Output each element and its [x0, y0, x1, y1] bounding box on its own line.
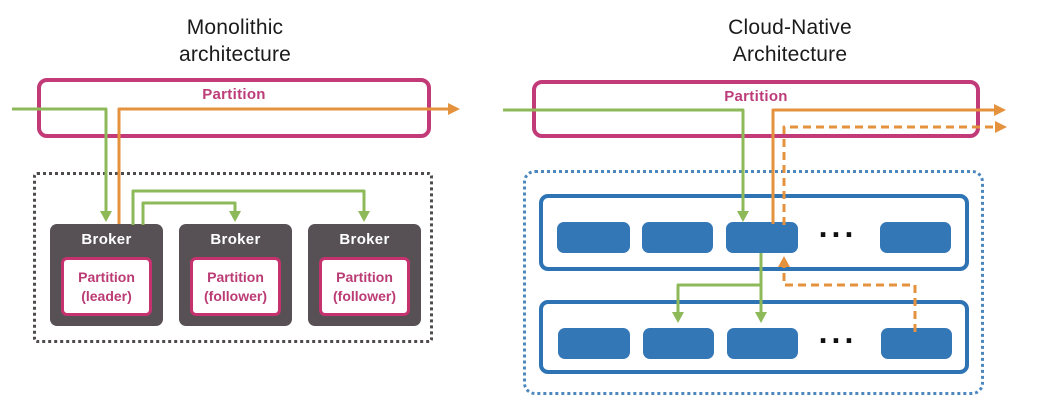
broker-3-partition-line1: Partition: [336, 268, 393, 285]
row2-segment-2: [643, 328, 714, 359]
broker-1-partition-line2: (leader): [81, 287, 132, 304]
broker-1-partition-leader: Partition (leader): [61, 257, 152, 316]
broker-1-name: Broker: [81, 231, 132, 248]
cloud-segment-row-1: ...: [539, 194, 969, 271]
row1-segment-1: [557, 222, 630, 253]
broker-3-partition-line2: (follower): [333, 287, 396, 304]
row2-segment-3: [727, 328, 798, 359]
cloud-segment-row-2: ...: [539, 300, 969, 374]
broker-2-partition-line1: Partition: [207, 268, 264, 285]
cloud-partition-box: Partition: [532, 80, 980, 138]
row1-segment-4: [880, 222, 951, 253]
broker-2-name: Broker: [210, 231, 261, 248]
monolithic-title-line2: architecture: [178, 43, 292, 66]
row2-segment-4: [881, 328, 952, 359]
monolithic-title-line1: Monolithic: [186, 16, 284, 39]
row2-segment-1: [558, 328, 630, 359]
cloud-native-title-line1: Cloud-Native: [728, 16, 852, 39]
row1-segment-2: [642, 222, 713, 253]
monolithic-partition-label: Partition: [202, 86, 266, 103]
broker-2-partition-follower: Partition (follower): [190, 257, 281, 316]
cloud-partition-label: Partition: [724, 88, 788, 105]
broker-1-partition-line1: Partition: [78, 268, 135, 285]
cloud-cluster-boundary: [523, 170, 984, 395]
broker-2-partition-line2: (follower): [204, 287, 267, 304]
broker-2: Broker Partition (follower): [179, 224, 292, 326]
monolithic-title: Monolithic architecture: [85, 14, 385, 68]
ellipsis-icon: ...: [818, 314, 858, 350]
broker-3-partition-follower: Partition (follower): [319, 257, 410, 316]
broker-3-name: Broker: [339, 231, 390, 248]
broker-1: Broker Partition (leader): [50, 224, 163, 326]
monolithic-partition-box: Partition: [37, 78, 431, 138]
ellipsis-icon: ...: [818, 208, 858, 244]
cloud-native-title: Cloud-Native Architecture: [640, 14, 940, 68]
row1-segment-3: [726, 222, 798, 253]
broker-3: Broker Partition (follower): [308, 224, 421, 326]
cloud-native-title-line2: Architecture: [732, 43, 848, 66]
